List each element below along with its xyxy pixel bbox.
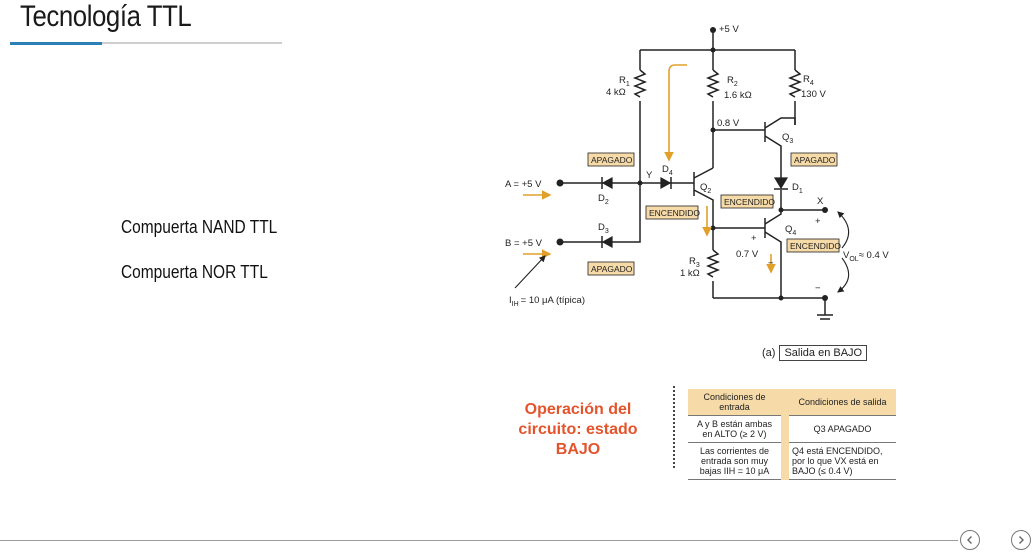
r1-subscript: 1: [626, 81, 630, 88]
table-row: A y B están ambas en ALTO (≥ 2 V) Q3 APA…: [688, 415, 896, 443]
q4-minus: −: [768, 258, 774, 269]
svg-text:D4: D4: [662, 164, 673, 177]
svg-text:IIH= 10 μA (típica): IIH= 10 μA (típica): [509, 295, 585, 308]
input-b-label: B = +5 V: [505, 238, 543, 249]
title-accent-bar: [10, 42, 102, 45]
r4-value: 130 V: [801, 89, 826, 100]
svg-text:R2: R2: [727, 75, 738, 88]
iih-label: I: [509, 295, 512, 306]
header-input-conditions: Condiciones de entrada: [688, 389, 781, 416]
svg-text:D1: D1: [792, 182, 803, 195]
tag-encendido-q2: ENCENDIDO: [649, 208, 700, 218]
next-slide-button[interactable]: [1011, 530, 1031, 550]
svg-text:D2: D2: [598, 193, 609, 206]
d3-subscript: 3: [605, 228, 609, 235]
r3-label: R: [689, 256, 696, 267]
d1-label: D: [792, 182, 799, 193]
q4-label: Q: [785, 224, 792, 235]
conditions-table: Condiciones de entrada Condiciones de sa…: [688, 389, 896, 480]
q4-plus: +: [751, 233, 757, 244]
svg-text:D3: D3: [598, 222, 609, 235]
r1-label: R: [619, 75, 626, 86]
svg-text:VOL≈ 0.4 V: VOL≈ 0.4 V: [843, 250, 889, 263]
r2-subscript: 2: [734, 81, 738, 88]
operation-label: Operación del circuito: estado BAJO: [518, 401, 638, 458]
r1-value: 4 kΩ: [606, 87, 626, 98]
title-underline: [10, 42, 282, 44]
row2-input: Las corrientes de entrada son muy bajas …: [688, 442, 781, 480]
vol-value: ≈ 0.4 V: [859, 250, 890, 261]
ttl-nand-circuit-diagram: +5 V R1 4 kΩ R2 1.6 kΩ R4 130 V 0.8 V Q3…: [505, 24, 889, 320]
input-a-label: A = +5 V: [505, 179, 542, 190]
chevron-right-icon: [1019, 536, 1024, 544]
row2-output: Q4 está ENCENDIDO, por lo que VX está en…: [789, 442, 896, 480]
vcc-label: +5 V: [719, 24, 739, 35]
tag-apagado-bottom: APAGADO: [591, 264, 633, 274]
row1-output: Q3 APAGADO: [789, 415, 896, 443]
dotted-separator: [673, 386, 675, 468]
output-minus: −: [815, 283, 821, 294]
node-x-label: X: [817, 196, 824, 207]
q3-subscript: 3: [789, 138, 793, 145]
circuit-caption: (a) Salida en BAJO: [762, 345, 868, 361]
table-header-row: Condiciones de entrada Condiciones de sa…: [688, 389, 896, 416]
tag-encendido-mid: ENCENDIDO: [724, 197, 775, 207]
d3-label: D: [598, 222, 605, 233]
svg-text:R3: R3: [689, 256, 700, 269]
d2-subscript: 2: [605, 199, 609, 206]
vol-label: V: [843, 250, 850, 261]
footer-divider: [0, 540, 958, 541]
d4-subscript: 4: [669, 170, 673, 177]
svg-text:R4: R4: [803, 74, 814, 87]
svg-text:Q4: Q4: [785, 224, 796, 237]
q2-subscript: 2: [707, 188, 711, 195]
r4-label: R: [803, 74, 810, 85]
row1-gap: [781, 415, 789, 443]
header-output-conditions: Condiciones de salida: [789, 389, 896, 416]
r3-value: 1 kΩ: [680, 268, 700, 279]
row2-gap: [781, 442, 789, 480]
d4-label: D: [662, 164, 669, 175]
node-y-label: Y: [646, 170, 653, 181]
r4-subscript: 4: [810, 80, 814, 87]
tag-apagado-top: APAGADO: [591, 155, 633, 165]
q2-label: Q: [700, 182, 707, 193]
chevron-left-icon: [967, 536, 972, 544]
header-gap: [781, 389, 789, 416]
previous-slide-button[interactable]: [960, 530, 980, 550]
svg-text:R1: R1: [619, 75, 630, 88]
node-0-7v-label: 0.7 V: [736, 249, 759, 260]
table-row: Las corrientes de entrada son muy bajas …: [688, 442, 896, 480]
vol-subscript: OL: [849, 256, 858, 263]
output-plus: +: [815, 216, 821, 227]
r2-value: 1.6 kΩ: [724, 90, 752, 101]
iih-subscript: IH: [512, 301, 519, 308]
r2-label: R: [727, 75, 734, 86]
r3-subscript: 3: [696, 262, 700, 269]
q3-label: Q: [782, 132, 789, 143]
tag-apagado-q3: APAGADO: [794, 155, 836, 165]
page-title: Tecnología TTL: [20, 0, 192, 33]
tag-encendido-q4: ENCENDIDO: [790, 241, 841, 251]
q4-subscript: 4: [792, 230, 796, 237]
row1-input: A y B están ambas en ALTO (≥ 2 V): [688, 415, 781, 443]
bullet-nor: Compuerta NOR TTL: [121, 262, 268, 282]
bullet-nand: Compuerta NAND TTL: [121, 217, 278, 237]
svg-text:Q3: Q3: [782, 132, 793, 145]
svg-text:Q2: Q2: [700, 182, 711, 195]
iih-value: = 10 μA (típica): [521, 295, 585, 306]
node-0-8v-label: 0.8 V: [717, 118, 740, 129]
d2-label: D: [598, 193, 605, 204]
d1-subscript: 1: [799, 188, 803, 195]
caption-text: Salida en BAJO: [779, 345, 868, 361]
caption-prefix: (a): [762, 347, 776, 359]
